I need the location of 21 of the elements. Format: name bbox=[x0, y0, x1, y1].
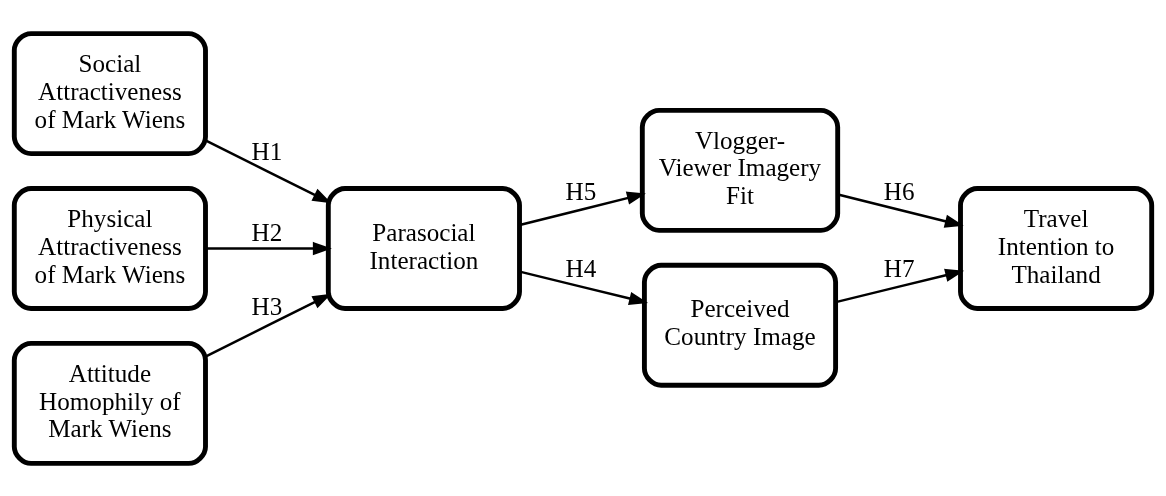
node-box: Travel Intention to Thailand bbox=[958, 185, 1155, 311]
node-box: Vlogger- Viewer Imagery Fit bbox=[639, 107, 841, 233]
edge-label: H5 bbox=[565, 177, 597, 205]
edge-label: H7 bbox=[883, 254, 915, 282]
node-box: Parasocial Interaction bbox=[325, 185, 522, 311]
arrow bbox=[835, 268, 965, 303]
node-box: Attitude Homophily of Mark Wiens bbox=[11, 340, 208, 466]
node-box: Social Attractiveness of Mark Wiens bbox=[11, 30, 208, 156]
edge-label: H1 bbox=[251, 137, 283, 165]
arrow bbox=[205, 241, 332, 255]
edge-label: H4 bbox=[565, 254, 597, 282]
arrow bbox=[519, 269, 649, 305]
node-box: Physical Attractiveness of Mark Wiens bbox=[11, 185, 208, 311]
edge-label: H3 bbox=[251, 292, 283, 320]
edge-label: H2 bbox=[251, 218, 283, 246]
arrow bbox=[519, 191, 646, 226]
arrow bbox=[204, 293, 332, 358]
edge-label: H6 bbox=[883, 177, 915, 205]
arrow bbox=[837, 192, 964, 228]
arrow bbox=[204, 138, 332, 203]
node-box: Perceived Country Image bbox=[641, 262, 839, 388]
